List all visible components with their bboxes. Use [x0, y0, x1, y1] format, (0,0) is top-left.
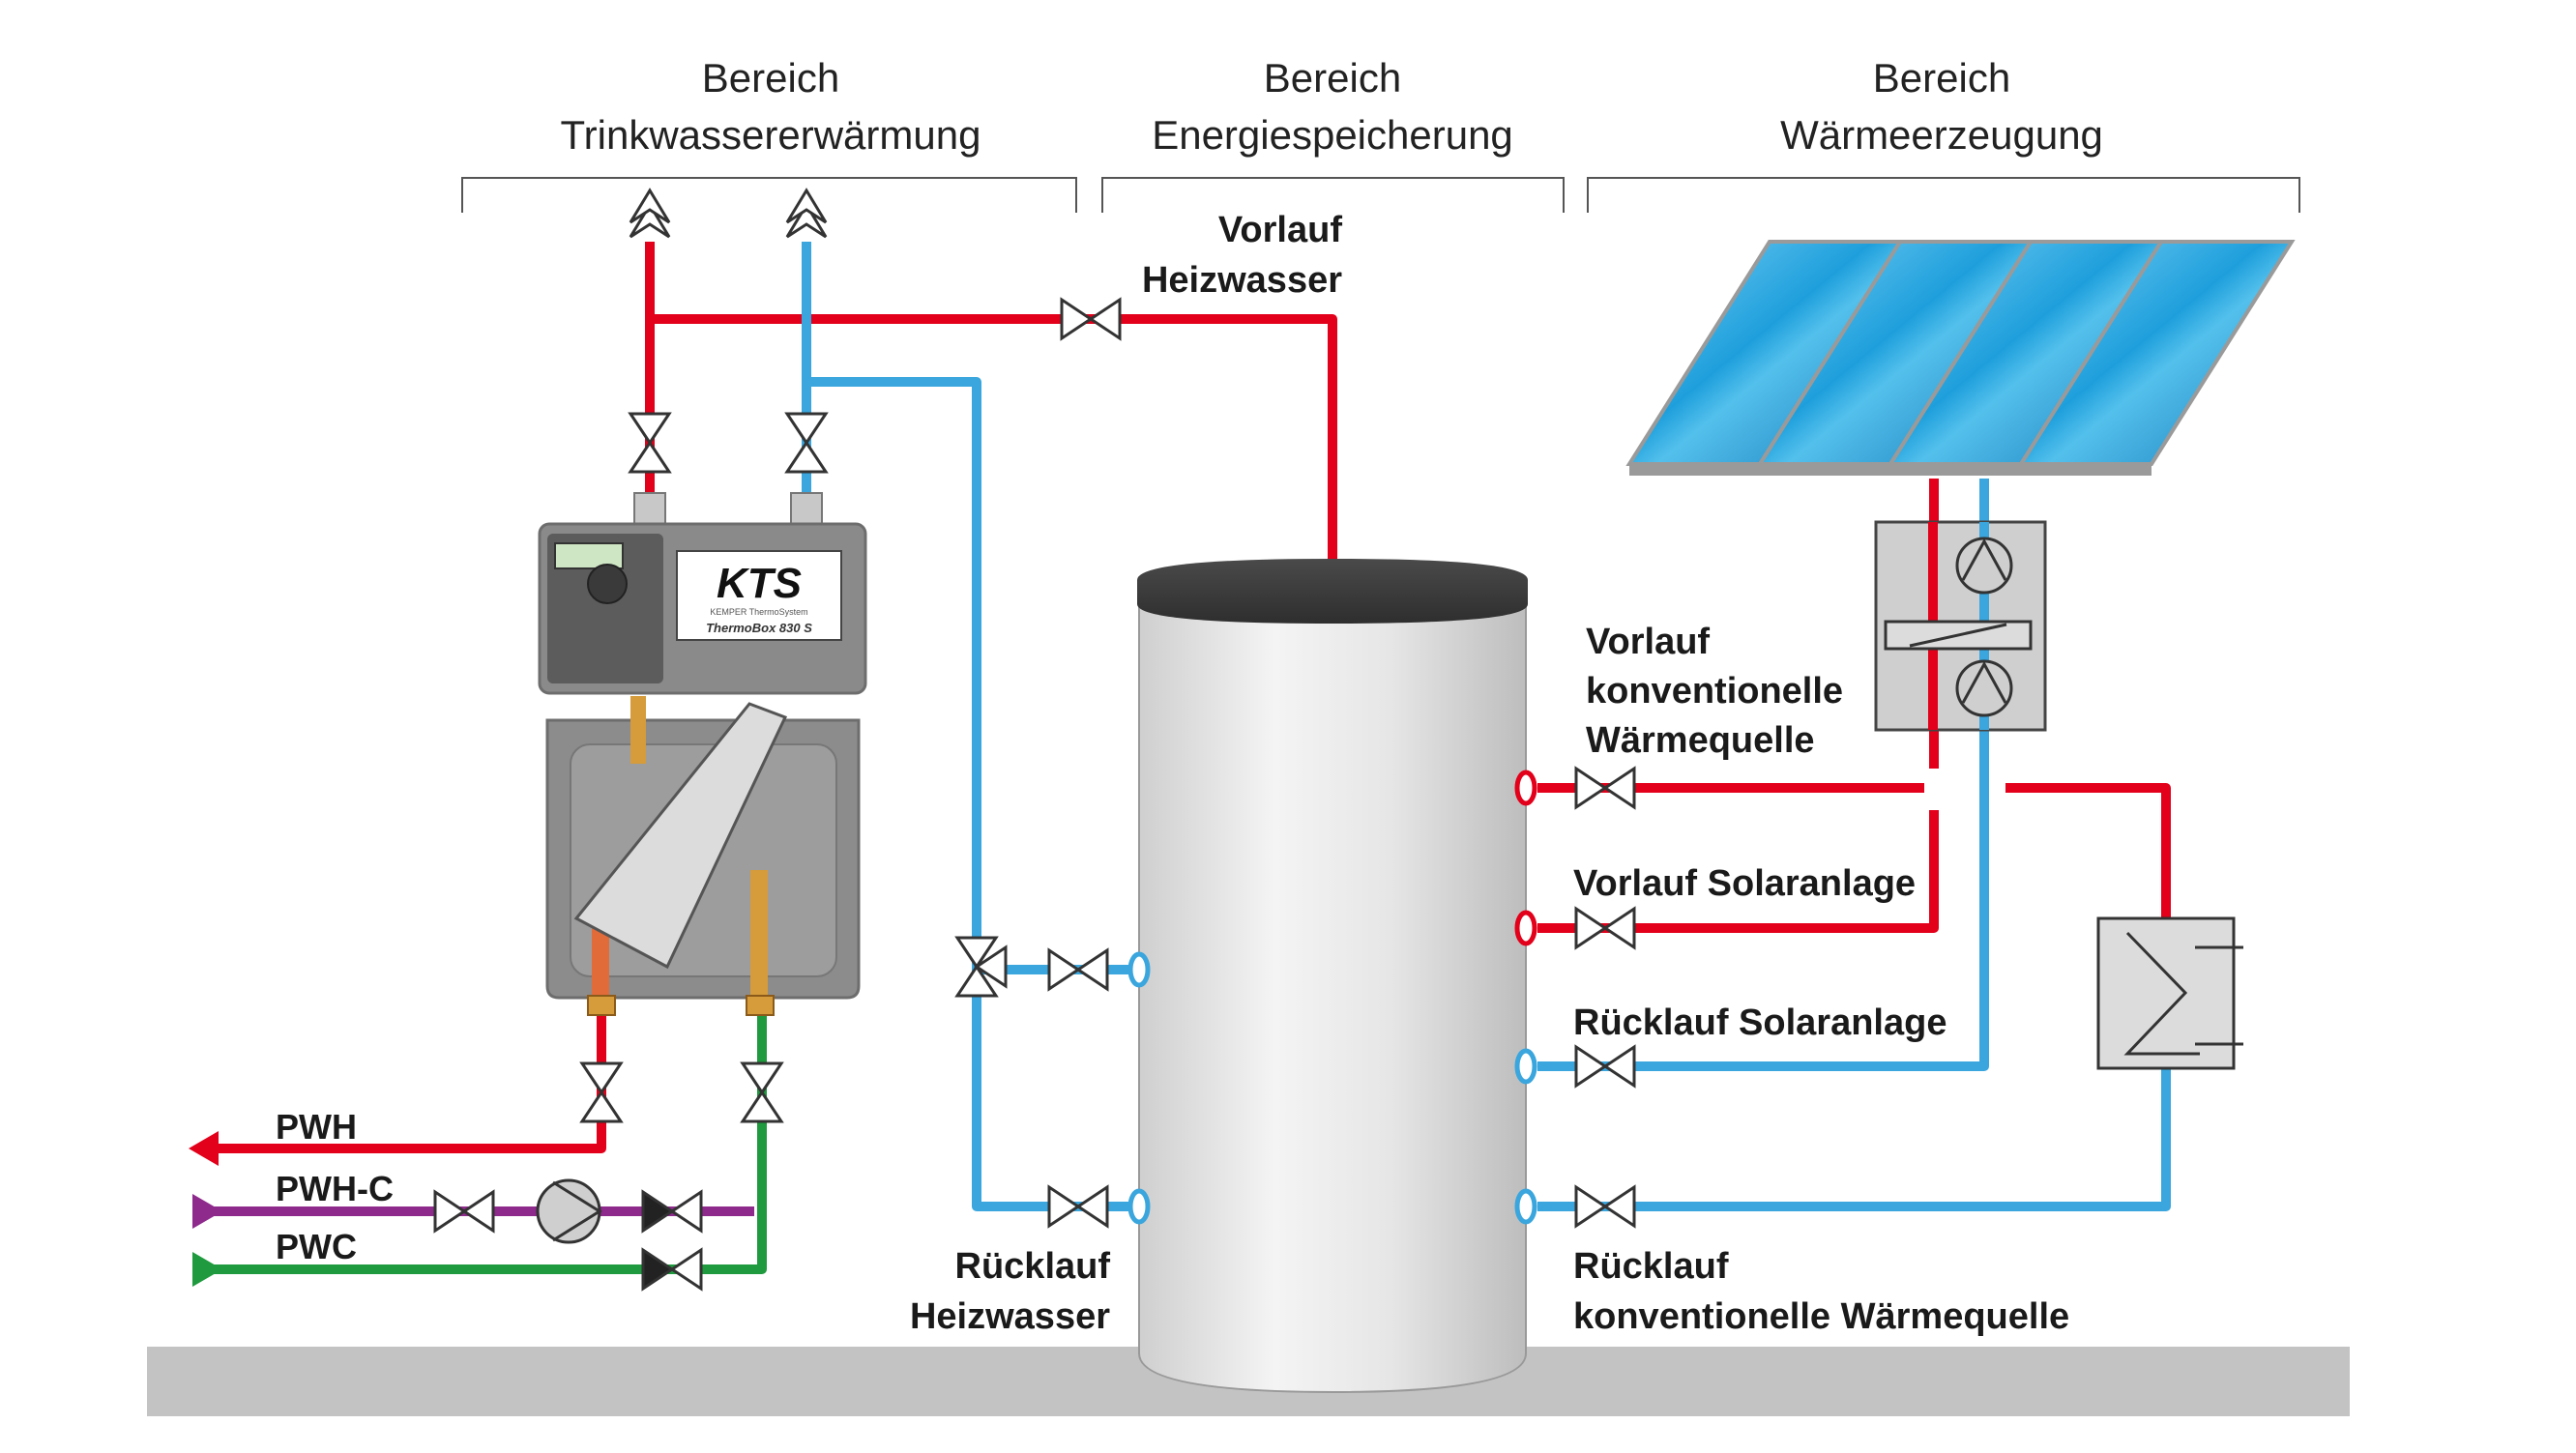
section-bracket — [1101, 177, 1565, 213]
label-ruecklauf-solar: Rücklauf Solaranlage — [1573, 1003, 1947, 1043]
up-arrow-icon — [629, 188, 671, 239]
section-title-line2: Energiespeicherung — [1152, 112, 1513, 158]
label-ruecklauf-konventionell-line1: Rücklauf — [1573, 1246, 1729, 1287]
check-valve-icon[interactable] — [641, 1189, 703, 1234]
control-knob-icon[interactable] — [587, 564, 628, 604]
section-title-line1: Bereich — [1264, 55, 1401, 101]
section-title-line1: Bereich — [1873, 55, 2010, 101]
section-title-line2: Wärmeerzeugung — [1780, 112, 2103, 158]
valve-icon[interactable] — [1574, 766, 1636, 810]
pipe-conv-return — [1537, 1063, 2171, 1211]
section-header-energy-storage: Bereich Energiespeicherung — [1101, 55, 1565, 213]
circulation-pump-icon[interactable] — [536, 1178, 602, 1244]
valve-icon[interactable] — [628, 412, 672, 474]
up-arrow-icon — [785, 188, 828, 239]
heat-exchanger-icon — [2096, 916, 2243, 1070]
solar-collector — [1625, 240, 2296, 476]
section-header-heat-generation: Bereich Wärmeerzeugung — [1587, 55, 2300, 213]
section-bracket — [1587, 177, 2300, 213]
valve-icon[interactable] — [1047, 947, 1109, 992]
pwc-label: PWC — [276, 1227, 357, 1266]
label-vorlauf-konventionell-line2: konventionelle — [1586, 671, 1843, 712]
pump-icon[interactable] — [1955, 537, 2013, 595]
valve-icon[interactable] — [1574, 1184, 1636, 1229]
pwh-arrow — [189, 1131, 219, 1166]
valve-icon[interactable] — [784, 412, 829, 474]
section-bracket — [461, 177, 1077, 213]
label-vorlauf-solar: Vorlauf Solaranlage — [1573, 863, 1916, 904]
pwhc-label: PWH-C — [276, 1169, 394, 1208]
label-vorlauf-heizwasser-line2: Heizwasser — [1142, 260, 1342, 301]
pwh-label: PWH — [276, 1107, 357, 1147]
brand-plate — [676, 550, 842, 641]
valve-icon[interactable] — [433, 1189, 495, 1234]
mixing-valve-icon[interactable] — [954, 936, 1008, 998]
pipe-pwh — [203, 1005, 606, 1153]
pwhc-arrow — [192, 1194, 222, 1229]
label-ruecklauf-heizwasser-line1: Rücklauf — [955, 1246, 1111, 1287]
valve-icon[interactable] — [1047, 1184, 1109, 1229]
check-valve-icon[interactable] — [641, 1247, 703, 1292]
label-ruecklauf-konventionell-line2: konventionelle Wärmequelle — [1573, 1296, 2069, 1337]
valve-icon[interactable] — [740, 1061, 784, 1123]
section-title-line1: Bereich — [702, 55, 839, 101]
valve-icon[interactable] — [579, 1061, 624, 1123]
section-title-line2: Trinkwassererwärmung — [561, 112, 981, 158]
valve-icon[interactable] — [1574, 906, 1636, 950]
label-vorlauf-konventionell-line1: Vorlauf — [1586, 622, 1710, 662]
pipe-solar-flow — [1537, 810, 1939, 933]
label-vorlauf-konventionell-line3: Wärmequelle — [1586, 720, 1815, 761]
label-vorlauf-heizwasser-line1: Vorlauf — [1218, 210, 1342, 250]
solar-station — [1874, 520, 2047, 732]
valve-icon[interactable] — [1574, 1044, 1636, 1089]
brand-logo: KTS — [717, 560, 802, 607]
pipe-hot-heating-flow — [650, 314, 1337, 580]
pump-icon[interactable] — [1955, 659, 2013, 717]
thermobox-station: KTS KEMPER ThermoSystem ThermoBox 830 S — [538, 492, 867, 1016]
valve-icon[interactable] — [1060, 297, 1122, 341]
pipe-conv-flow — [2005, 783, 2171, 923]
model-name: ThermoBox 830 S — [706, 621, 812, 635]
brand-subtitle: KEMPER ThermoSystem — [710, 607, 807, 617]
section-header-drinking-water: Bereich Trinkwassererwärmung — [461, 55, 1077, 213]
label-ruecklauf-heizwasser-line2: Heizwasser — [910, 1296, 1110, 1337]
storage-tank — [1127, 559, 1537, 1394]
pwc-arrow — [192, 1252, 222, 1287]
